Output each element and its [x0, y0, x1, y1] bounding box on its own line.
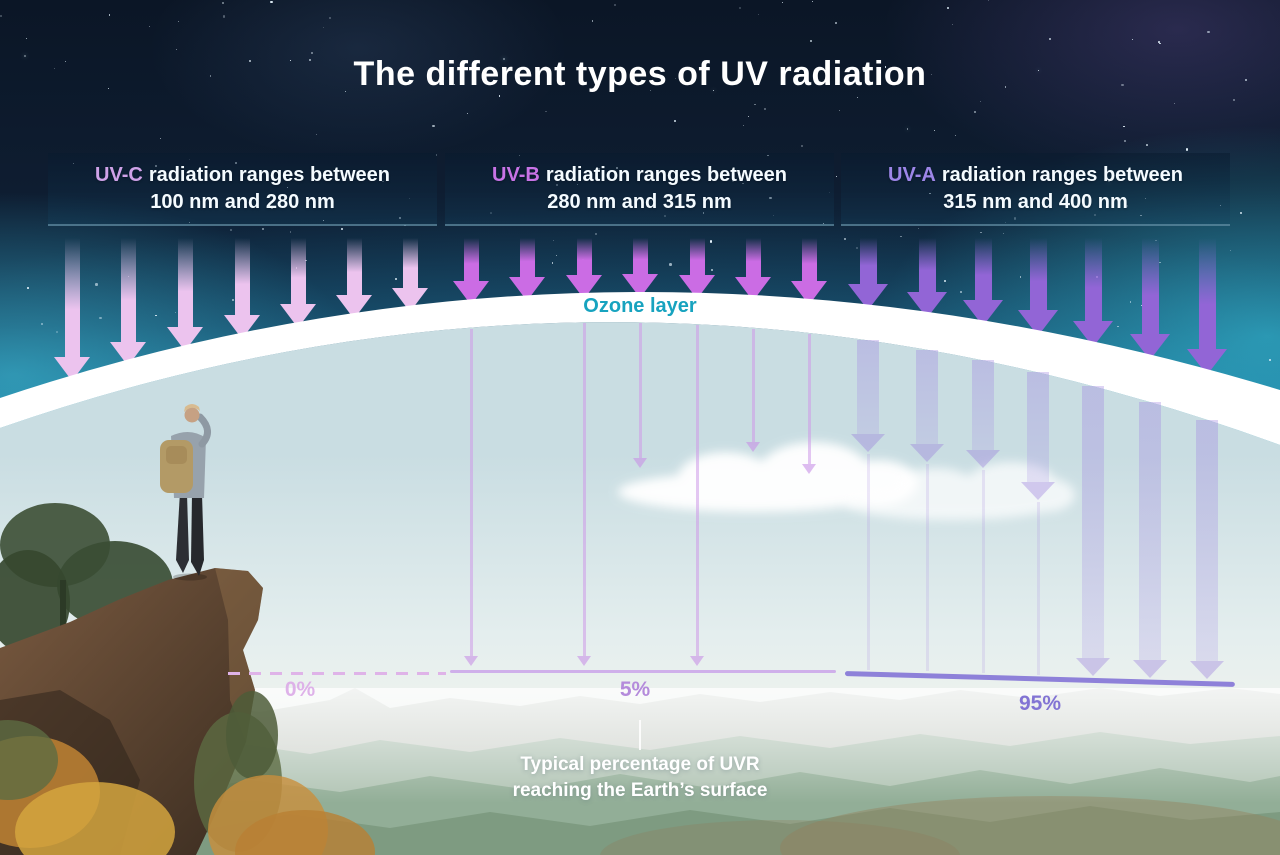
uva-sub-ray [1196, 419, 1218, 662]
uvb-range: 280 nm and 315 nm [547, 190, 732, 213]
uvc-label: UV-C [95, 163, 143, 186]
uvb-sub-ray [807, 333, 811, 464]
uvb-sub-ray [751, 328, 755, 442]
uvc-arrow [167, 238, 203, 352]
uva-sub-ray-head [1076, 658, 1110, 677]
hiker-figure [160, 404, 211, 581]
caption-line1: Typical percentage of UVR [520, 754, 760, 775]
uva-sub-ray-head [851, 434, 885, 452]
caption-pointer-line [639, 720, 641, 750]
uva-sub-ray-continuation [925, 464, 929, 672]
uva-sub-ray-head [1021, 482, 1055, 500]
uva-sub-ray [916, 349, 938, 444]
uva-sub-ray-head [1190, 661, 1224, 680]
uva-sub-ray [1082, 386, 1104, 659]
ozone-layer-label: Ozone layer [583, 295, 697, 317]
percent-label-uvb: 5% [619, 678, 651, 701]
uvb-sub-ray-head [690, 656, 704, 666]
surface-line-uvc-dashed [228, 672, 446, 675]
uvb-sub-ray [582, 323, 586, 656]
surface-line-uvb [450, 670, 836, 673]
uva-sub-ray-continuation [981, 470, 985, 673]
percent-label-uva: 95% [1018, 692, 1062, 715]
cliff [0, 503, 375, 855]
uvb-sub-ray [695, 325, 699, 656]
uva-sub-ray [857, 340, 879, 434]
uva-sub-ray-continuation [1036, 502, 1040, 675]
uva-sub-ray-continuation [866, 454, 870, 670]
uvc-range: 100 nm and 280 nm [150, 190, 335, 213]
uva-arrow [1130, 238, 1170, 361]
uvc-arrow [224, 238, 260, 339]
ozone-layer-band [0, 291, 1280, 445]
uvb-sub-ray [469, 328, 473, 656]
percent-label-uvc: 0% [284, 678, 316, 701]
caption-line2: reaching the Earth’s surface [512, 780, 768, 801]
uvb-arrow [509, 238, 545, 302]
uvb-sub-ray [638, 323, 642, 458]
uva-sub-ray [1027, 372, 1049, 482]
uva-sub-ray [972, 360, 994, 450]
page-title: The different types of UV radiation [353, 55, 927, 93]
uvb-sub-ray-head [802, 464, 816, 474]
uva-sub-ray-head [966, 450, 1000, 468]
uva-sub-ray [1139, 402, 1161, 660]
uvb-label: UV-B [492, 163, 540, 186]
uvb-sub-ray-head [746, 442, 760, 452]
uvb-sub-ray-head [577, 656, 591, 666]
uva-sub-ray-head [910, 444, 944, 462]
surface-caption: Typical percentage of UVR reaching the E… [440, 752, 840, 804]
uvb-sub-ray-head [464, 656, 478, 666]
uva-range: 315 nm and 400 nm [943, 190, 1128, 213]
cloud [845, 458, 1075, 524]
uvb-sub-ray-head [633, 458, 647, 468]
uva-sub-ray-head [1133, 659, 1167, 678]
uva-label: UV-A [888, 163, 936, 186]
